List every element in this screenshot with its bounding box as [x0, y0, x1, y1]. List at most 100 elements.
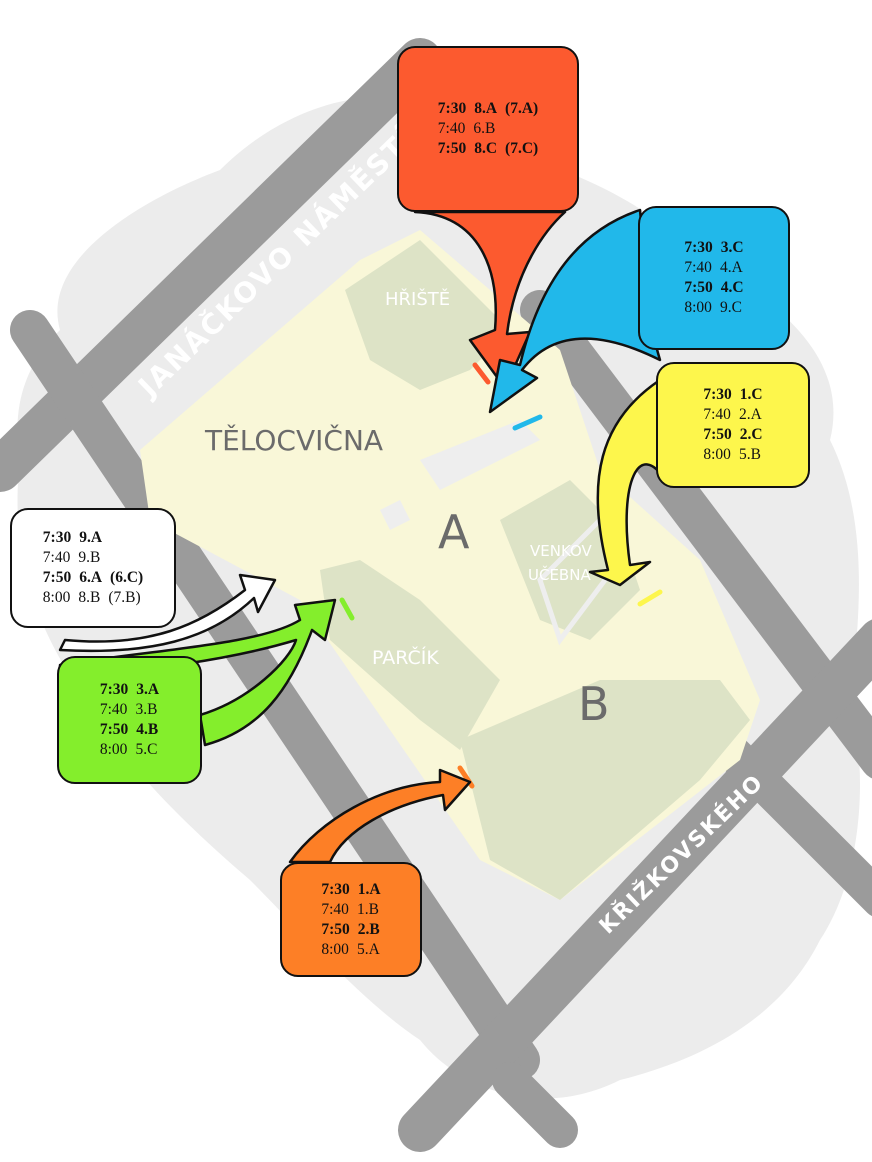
schedule-class: 2.A — [738, 406, 762, 423]
schedule-box-blue: 7:30 3.C 7:40 4.A 7:50 4.C 8:00 9.C — [638, 206, 790, 350]
schedule-time: 7:40 — [684, 259, 712, 276]
schedule-box-red: 7:30 8.A (7.A) 7:40 6.B 7:50 8.C (7.C) — [397, 46, 579, 212]
arrow-orange — [288, 768, 472, 864]
schedule-time: 7:50 — [321, 920, 350, 938]
schedule-time: 7:30 — [42, 529, 72, 546]
schedule-row: 7:50 4.C — [684, 278, 743, 298]
schedule-time: 8:00 — [42, 589, 71, 606]
schedule-time: 8:00 — [703, 446, 731, 463]
schedule-class: 6.A — [79, 569, 103, 586]
schedule-class: 8.A — [474, 100, 498, 117]
schedule-row: 8:00 5.A — [321, 940, 379, 960]
schedule-box-green: 7:30 3.A 7:40 3.B 7:50 4.B 8:00 5.C — [57, 656, 202, 784]
schedule-time: 7:50 — [99, 721, 129, 738]
entrance-markers — [339, 362, 663, 789]
schedule-time: 7:40 — [99, 701, 128, 718]
schedule-box-yellow: 7:30 1.C 7:40 2.A 7:50 2.C 8:00 5.B — [656, 362, 810, 488]
schedule-class: 9.B — [78, 549, 101, 566]
schedule-row: 7:30 8.A (7.A) — [438, 99, 538, 119]
schedule-time: 7:30 — [703, 386, 732, 403]
schedule-class: 1.A — [357, 880, 381, 898]
arrows — [58, 208, 667, 864]
arrow-red — [413, 210, 567, 390]
schedule-class: 5.A — [356, 940, 380, 958]
schedule-class: 8.C — [474, 140, 498, 157]
schedule-row: 8:00 5.B — [703, 445, 761, 465]
schedule-class: 9.C — [719, 299, 742, 316]
green-b — [460, 680, 750, 900]
schedule-time: 7:50 — [703, 426, 732, 443]
schedule-class: 2.B — [357, 920, 380, 938]
entrance-green-marker — [339, 597, 355, 621]
schedule-class: 9.A — [79, 529, 103, 546]
schedule-row: 7:50 2.B — [321, 920, 379, 940]
schedule-row: 7:40 6.B — [438, 119, 496, 139]
label-telocvicna: TĚLOCVIČNA — [204, 423, 383, 457]
schedule-time: 7:40 — [437, 120, 466, 137]
campus — [140, 230, 760, 900]
label-venkovni-2: UČEBNA — [528, 565, 591, 584]
schedule-row: 7:40 4.A — [684, 258, 742, 278]
schedule-time: 7:30 — [684, 239, 713, 256]
entrance-blue-marker — [512, 414, 543, 431]
label-hriste: HŘIŠTĚ — [385, 288, 450, 310]
label-building-b: B — [578, 677, 610, 731]
schedule-class: 6.B — [473, 120, 496, 137]
schedule-row: 7:30 3.C — [684, 238, 743, 258]
schedule-row: 7:50 4.B — [100, 720, 158, 740]
schedule-time: 7:40 — [42, 549, 71, 566]
schedule-time: 8:00 — [321, 940, 349, 958]
schedule-row: 7:40 3.B — [100, 700, 158, 720]
schedule-alt-class: (7.A) — [505, 100, 539, 117]
road-bottom — [492, 1062, 578, 1148]
schedule-row: 7:30 1.C — [703, 385, 762, 405]
schedule-time: 7:50 — [684, 279, 713, 296]
schedule-time: 7:30 — [437, 100, 467, 117]
arrow-yellow — [588, 378, 667, 587]
arrow-blue — [488, 208, 662, 414]
label-parcik: PARČÍK — [372, 645, 439, 669]
entrance-yellow-marker — [637, 589, 663, 607]
schedule-class: 8.B — [78, 589, 101, 606]
schedule-row: 8:00 5.C — [100, 740, 158, 760]
schedule-class: 2.C — [739, 426, 763, 443]
schedule-class: 4.A — [719, 259, 743, 276]
schedule-alt-class: (7.C) — [505, 140, 539, 157]
schedule-row: 7:30 1.A — [321, 880, 380, 900]
schedule-class: 4.C — [720, 279, 744, 296]
schedule-row: 8:00 8.B (7.B) — [43, 588, 141, 608]
schedule-time: 8:00 — [684, 299, 712, 316]
schedule-time: 7:30 — [321, 880, 350, 898]
green-parcik — [320, 560, 500, 750]
schedule-class: 1.C — [739, 386, 763, 403]
schedule-row: 7:30 9.A — [43, 528, 102, 548]
label-venkovni-1: VENKOV — [530, 542, 593, 560]
schedule-class: 5.C — [135, 741, 158, 758]
schedule-class: 3.A — [136, 681, 160, 698]
schedule-class: 3.C — [720, 239, 744, 256]
schedule-alt-class: (7.B) — [108, 589, 141, 606]
schedule-time: 8:00 — [99, 741, 128, 758]
schedule-row: 7:30 3.A — [100, 680, 159, 700]
arrow-green — [58, 598, 337, 747]
schedule-row: 7:40 2.A — [703, 405, 761, 425]
schedule-box-orange: 7:30 1.A 7:40 1.B 7:50 2.B 8:00 5.A — [280, 862, 422, 977]
schedule-class: 1.B — [356, 900, 379, 918]
label-building-a: A — [438, 505, 470, 559]
schedule-class: 4.B — [136, 721, 159, 738]
schedule-row: 8:00 9.C — [684, 298, 742, 318]
road-krizkovskeho — [398, 619, 872, 1152]
schedule-time: 7:30 — [99, 681, 129, 698]
green-hriste — [345, 240, 510, 390]
schedule-class: 5.B — [738, 446, 761, 463]
schedule-class: 3.B — [135, 701, 158, 718]
schedule-time: 7:40 — [321, 900, 349, 918]
schedule-time: 7:40 — [703, 406, 731, 423]
schedule-time: 7:50 — [42, 569, 72, 586]
entrance-red-marker — [472, 362, 491, 385]
schedule-time: 7:50 — [437, 140, 467, 157]
schedule-row: 7:40 1.B — [321, 900, 379, 920]
arrow-white — [58, 573, 277, 653]
schedule-row: 7:40 9.B — [43, 548, 101, 568]
